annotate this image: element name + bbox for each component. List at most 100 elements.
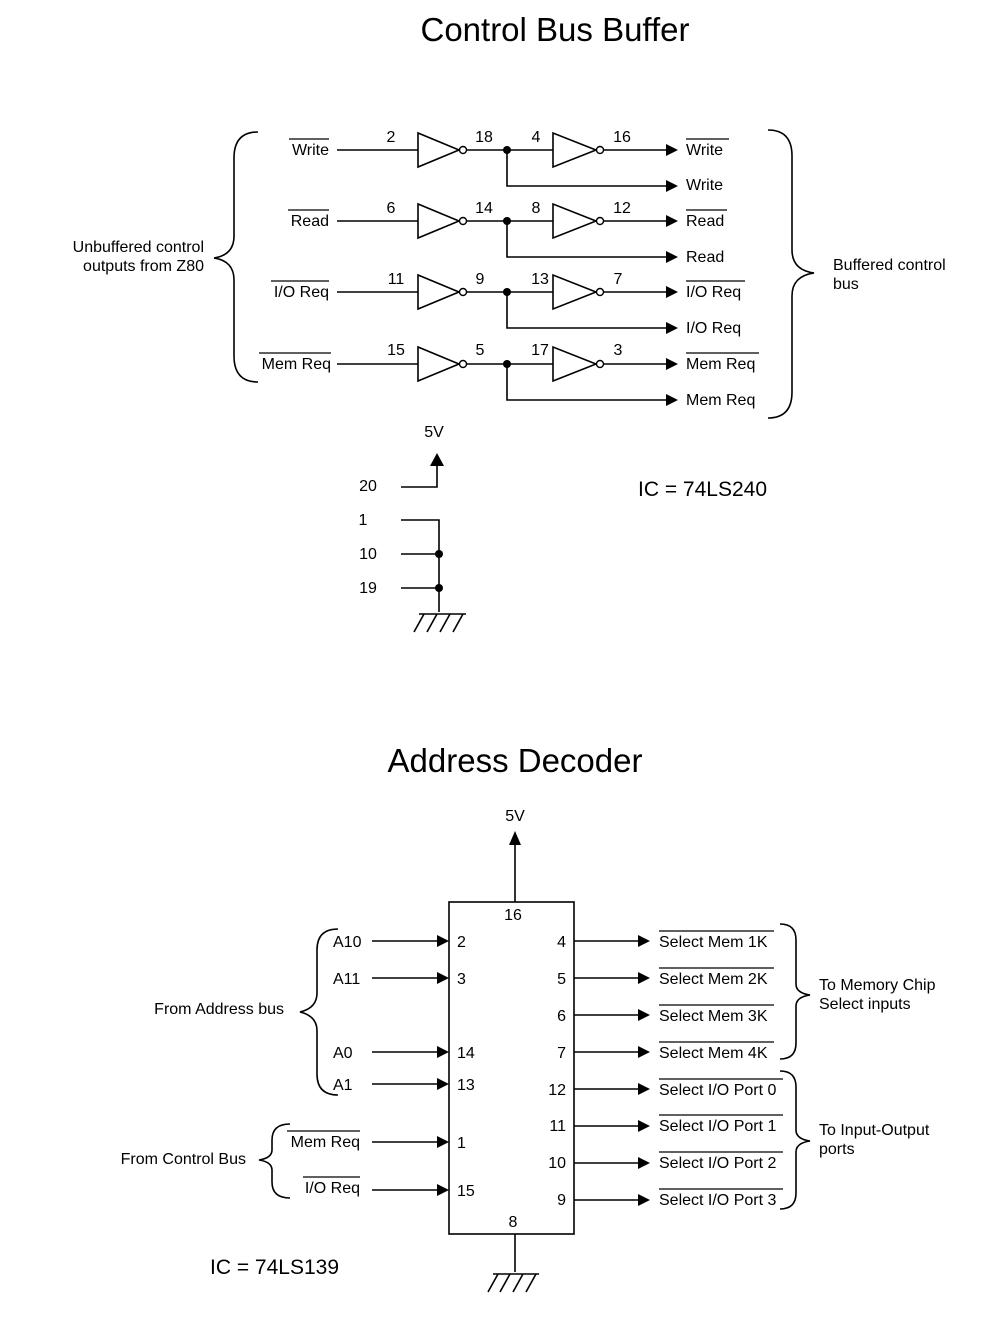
pin-number: 7 (614, 271, 623, 288)
inverter-gate (552, 131, 599, 169)
arrow-head (437, 1184, 449, 1196)
power-pin-number: 1 (359, 512, 368, 529)
pin-number: 2 (457, 934, 466, 951)
pin-number: 13 (457, 1077, 475, 1094)
junction-dot (435, 584, 443, 592)
arrow-head (638, 1120, 650, 1132)
input-label: Write (292, 142, 329, 159)
arrow-head (666, 251, 678, 263)
right-group-label-line1: Buffered control (833, 257, 946, 274)
decoder-output-mem-3k: 6 Select Mem 3K (557, 1004, 774, 1025)
decoder-output-io-port-3: 9 Select I/O Port 3 (557, 1188, 783, 1209)
inverter-gate (552, 345, 599, 383)
decoder-output-io-port-1: 11 Select I/O Port 1 (549, 1114, 783, 1135)
pin-number: 16 (613, 129, 631, 146)
arrow-head (437, 1078, 449, 1090)
inverter-gate (417, 131, 462, 169)
pin-number: 1 (457, 1135, 466, 1152)
wire (506, 150, 667, 187)
input-label: Read (291, 213, 329, 230)
pin-number: 3 (614, 342, 623, 359)
arrow-head (666, 180, 678, 192)
pin-number: 9 (557, 1192, 566, 1209)
pin-number: 15 (387, 342, 405, 359)
output-inverted-label: Write (686, 142, 723, 159)
output-label: Select I/O Port 3 (659, 1192, 776, 1209)
ground-symbol (487, 1273, 539, 1293)
pin-number: 12 (548, 1082, 566, 1099)
buffer-title: Control Bus Buffer (420, 11, 689, 48)
memory-output-brace (779, 923, 811, 1060)
output-label: Select I/O Port 1 (659, 1118, 776, 1135)
input-label: A1 (333, 1077, 353, 1094)
pin-number: 18 (475, 129, 493, 146)
arrow-head (437, 1046, 449, 1058)
pin-number: 14 (475, 200, 493, 217)
decoder-output-mem-1k: 4 Select Mem 1K (557, 930, 774, 951)
decoder-input-io-req: I/O Req 15 (303, 1176, 475, 1200)
left-group-label-line1: Unbuffered control (73, 239, 204, 256)
pin-number: 8 (532, 200, 541, 217)
decoder-input-a10: A10 2 (333, 934, 466, 951)
input-label: A10 (333, 934, 362, 951)
output-label: Select Mem 2K (659, 971, 768, 988)
pin-number: 14 (457, 1045, 475, 1062)
arrow-head (638, 1083, 650, 1095)
arrow-head (666, 144, 678, 156)
input-label: Mem Req (262, 356, 331, 373)
pin-number: 13 (531, 271, 549, 288)
decoder-title: Address Decoder (388, 742, 643, 779)
buffer-power-connections: 5V 20 1 10 19 (359, 424, 466, 633)
pin-number: 4 (532, 129, 541, 146)
arrow-head (638, 972, 650, 984)
right-group-label-line2: bus (833, 276, 859, 293)
decoder-ic-label: IC = 74LS139 (210, 1256, 339, 1279)
right-output-brace (767, 129, 815, 419)
arrow-head (666, 358, 678, 370)
arrow-head (437, 935, 449, 947)
io-output-brace (779, 1070, 811, 1210)
decoder-supply-label: 5V (505, 808, 525, 825)
pin-number: 9 (476, 271, 485, 288)
pin-number: 17 (531, 342, 549, 359)
decoder-input-mem-req: Mem Req 1 (287, 1130, 466, 1152)
inverter-bubble (595, 287, 605, 297)
pin-number: 6 (387, 200, 396, 217)
arrow-head (666, 286, 678, 298)
input-label: I/O Req (305, 1180, 360, 1197)
inverter-bubble (595, 359, 605, 369)
left-group-label-line2: outputs from Z80 (83, 258, 204, 275)
arrow-head (638, 935, 650, 947)
output-true-label: I/O Req (686, 320, 741, 337)
from-address-bus-label: From Address bus (154, 1001, 284, 1018)
arrow-head (437, 972, 449, 984)
gnd-pin-number: 8 (509, 1214, 518, 1231)
inverter-bubble (595, 216, 605, 226)
to-io-label-line2: ports (819, 1141, 855, 1158)
power-pin-number: 19 (359, 580, 377, 597)
input-label: I/O Req (274, 284, 329, 301)
arrow-head (638, 1194, 650, 1206)
to-memory-label-line2: Select inputs (819, 996, 911, 1013)
arrow-head (638, 1046, 650, 1058)
pin-number: 5 (476, 342, 485, 359)
inverter-gate (417, 202, 462, 240)
buffer-ic-label: IC = 74LS240 (638, 478, 767, 501)
decoder-input-a0: A0 14 (333, 1045, 475, 1062)
vcc-wire (401, 464, 438, 488)
output-inverted-label: Read (686, 213, 724, 230)
buffer-row-io-req: I/O Req 11 9 13 7 I/O Req I/O Req (271, 271, 745, 337)
supply-arrow (509, 831, 521, 845)
supply-arrow (430, 453, 444, 466)
pin-number: 4 (557, 934, 566, 951)
to-memory-label-line1: To Memory Chip (819, 977, 936, 994)
decoder-output-io-port-0: 12 Select I/O Port 0 (548, 1078, 783, 1099)
decoder-input-a1: A1 13 (333, 1077, 475, 1094)
output-label: Select I/O Port 2 (659, 1155, 776, 1172)
inverter-gate (417, 345, 462, 383)
pin-number: 3 (457, 971, 466, 988)
pin-number: 6 (557, 1008, 566, 1025)
decoder-ic-body (448, 901, 575, 1235)
input-label: A0 (333, 1045, 353, 1062)
